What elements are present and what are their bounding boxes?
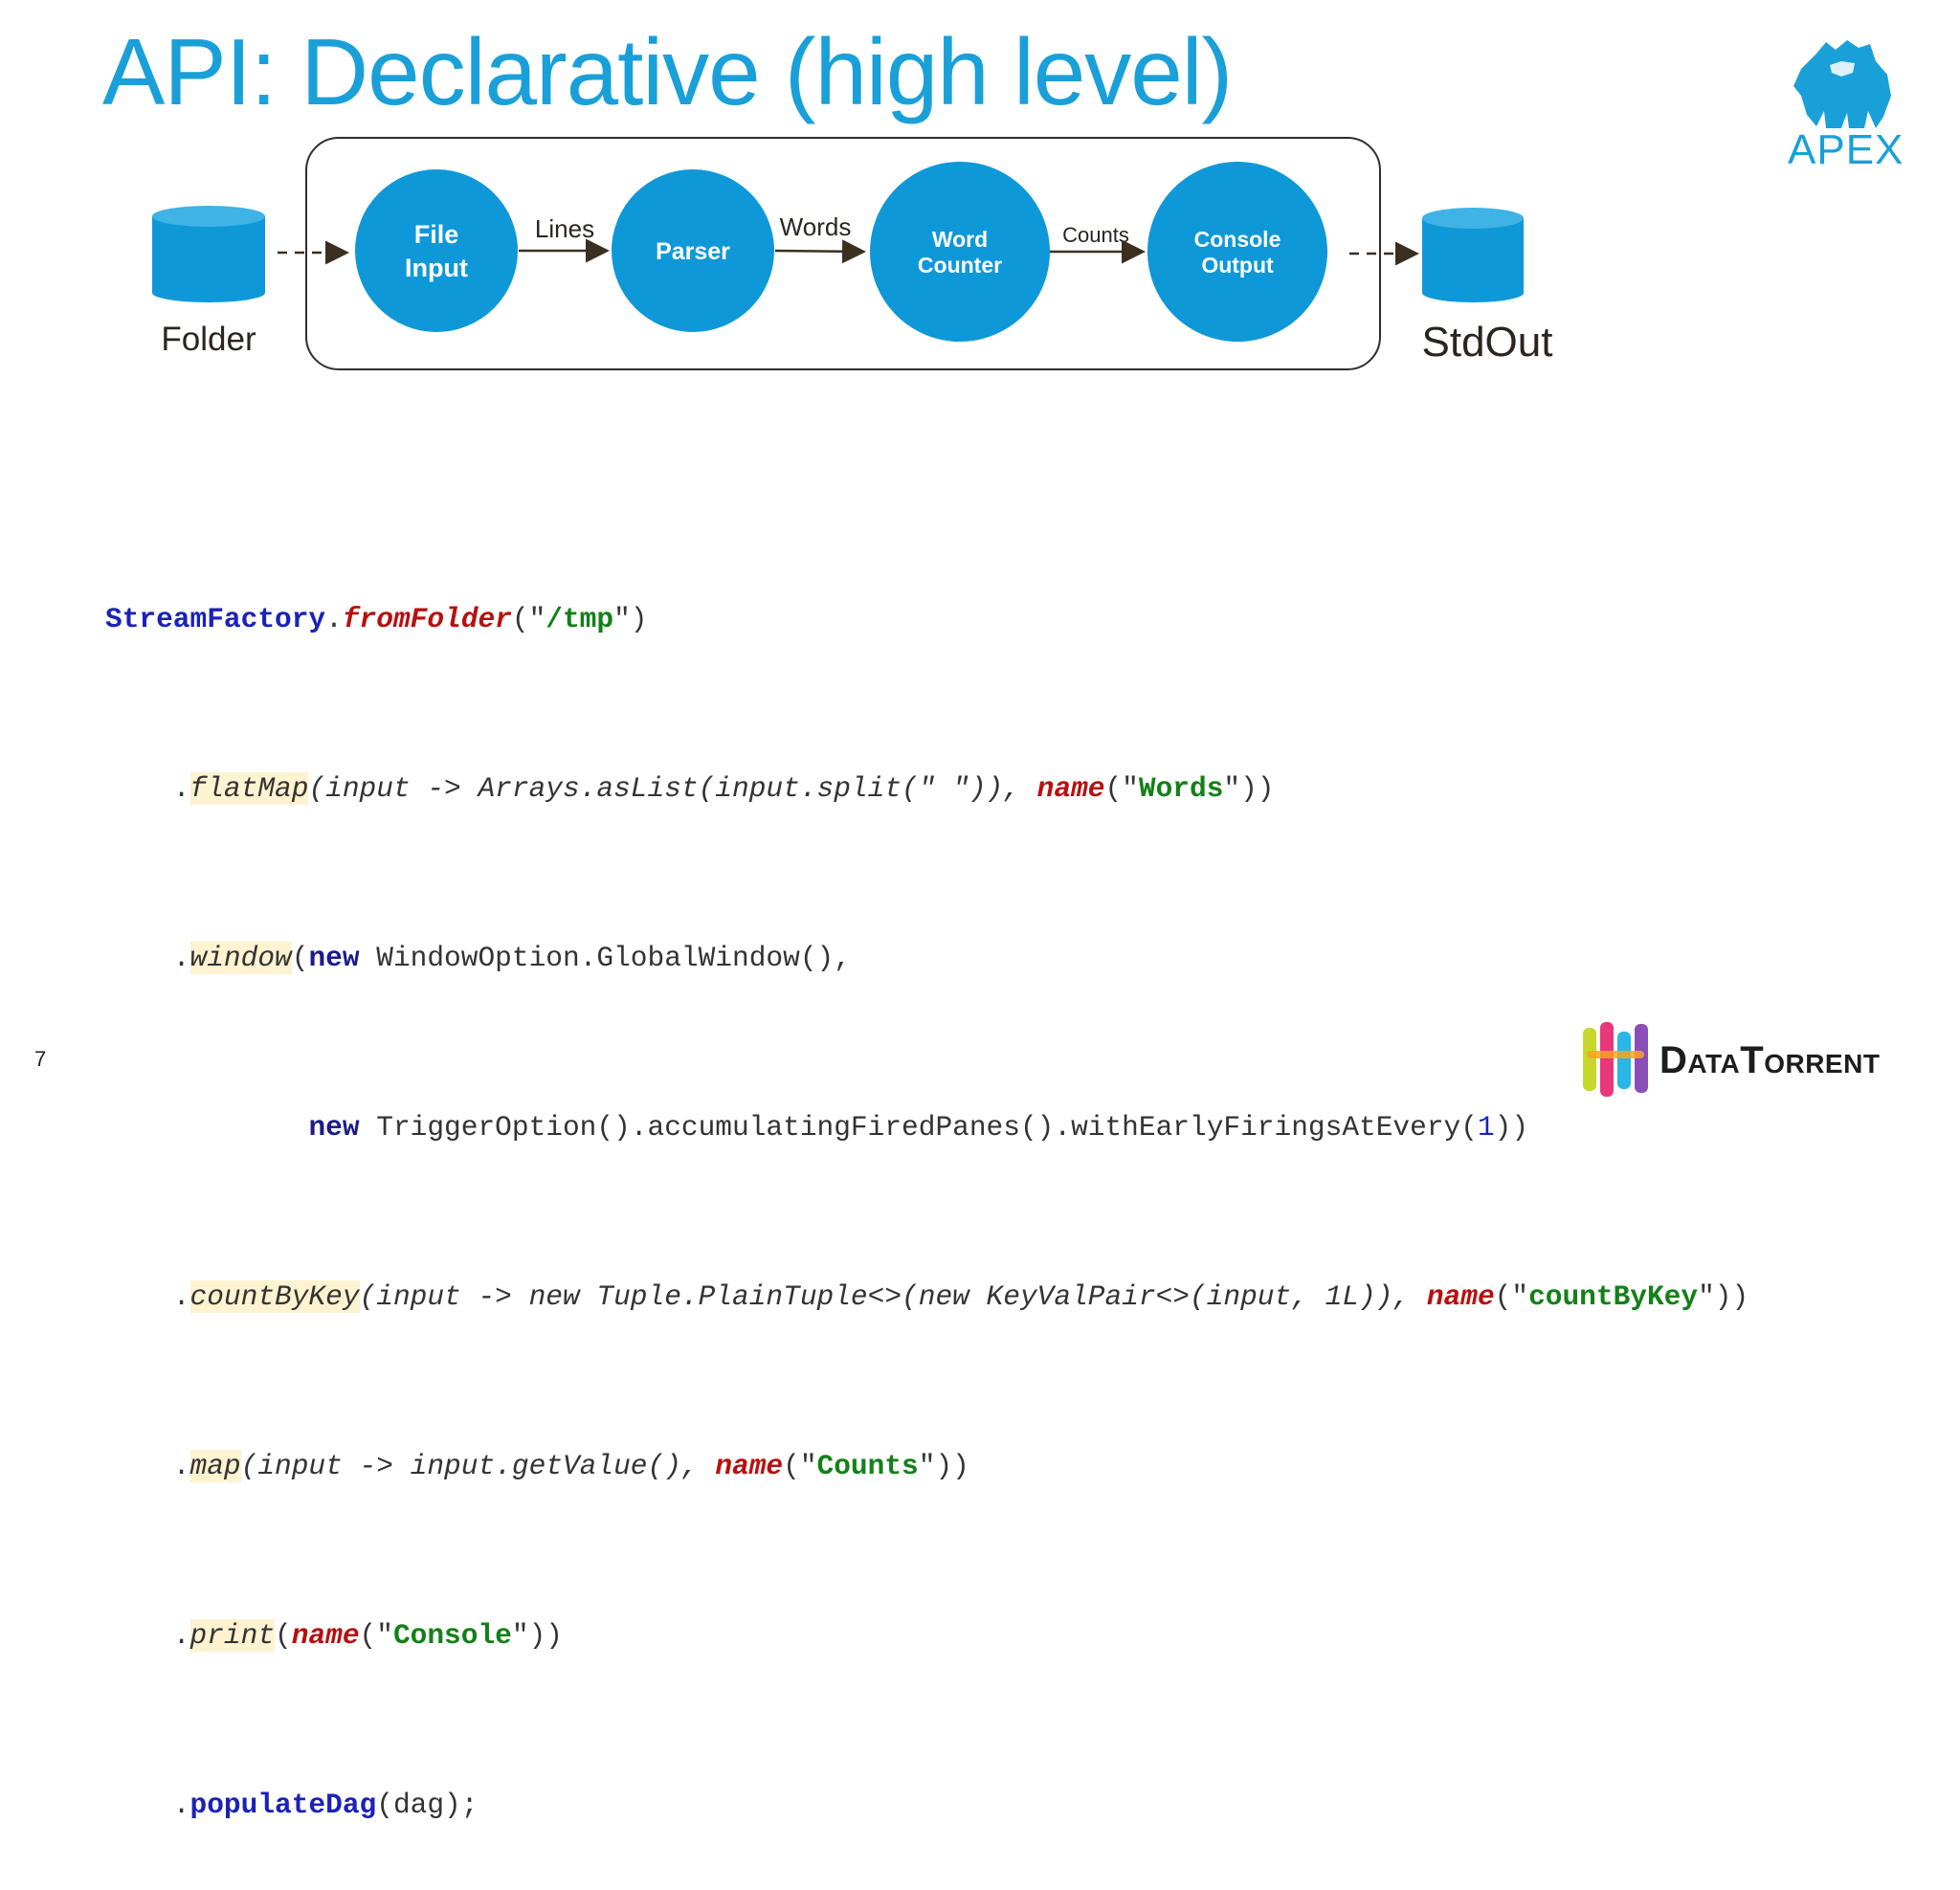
code-token: Counts [816, 1450, 919, 1482]
code-token: . [105, 772, 190, 805]
operator-label: File [414, 220, 459, 249]
code-token: print [189, 1619, 276, 1652]
operator-label: Console [1194, 227, 1281, 252]
stream-label-lines: Lines [535, 214, 594, 243]
code-token: (" [511, 603, 546, 635]
apex-gorilla-logo [1793, 40, 1891, 128]
code-token: name [715, 1450, 784, 1482]
code-line: new TriggerOption().accumulatingFiredPan… [105, 1100, 1748, 1156]
code-token: ")) [1698, 1280, 1749, 1313]
code-token: countByKey [1528, 1280, 1699, 1313]
code-token: flatMap [189, 772, 309, 805]
code-token: . [105, 1789, 190, 1821]
code-token: /tmp [546, 603, 614, 635]
code-token: . [105, 1619, 190, 1652]
code-token: ")) [918, 1450, 969, 1482]
sink-label: StdOut [1422, 319, 1553, 366]
code-token: StreamFactory [105, 603, 326, 635]
code-token: . [325, 603, 343, 635]
code-token: . [105, 942, 190, 974]
dag-container [305, 137, 1381, 370]
code-token: countByKey [189, 1280, 360, 1313]
operator-file-input [355, 169, 518, 332]
code-token: Words [1138, 772, 1224, 805]
code-token: fromFolder [342, 603, 512, 635]
page-number: 7 [34, 1047, 47, 1071]
code-token: (" [1494, 1280, 1529, 1313]
code-line: .flatMap(input -> Arrays.asList(input.sp… [105, 761, 1748, 817]
code-token: ") [613, 603, 648, 635]
code-token: name [291, 1619, 360, 1652]
stdout-cylinder-icon [1422, 208, 1524, 302]
operator-label: Parser [656, 238, 730, 265]
code-token: TriggerOption().accumulatingFiredPanes()… [359, 1111, 1478, 1144]
operator-parser [612, 169, 774, 332]
code-token: window [189, 942, 292, 974]
code-line: StreamFactory.fromFolder("/tmp") [105, 591, 1748, 648]
code-token: (dag); [376, 1789, 479, 1821]
code-token: (input -> new Tuple.PlainTuple<>(new Key… [359, 1280, 1427, 1313]
code-token: (input -> Arrays.asList(input.split(" ")… [308, 772, 1037, 805]
code-token: name [1036, 772, 1105, 805]
slide-title: API: Declarative (high level) [102, 19, 1233, 124]
stream-label-words: Words [780, 212, 852, 241]
code-token: 1 [1477, 1111, 1495, 1144]
folder-cylinder-icon [152, 206, 265, 302]
operator-word-counter [870, 162, 1050, 342]
code-token: ( [291, 942, 309, 974]
stream-arrow-words [774, 239, 866, 264]
code-line: .print(name("Console")) [105, 1608, 1748, 1664]
source-label: Folder [161, 321, 256, 358]
code-token: ")) [1223, 772, 1275, 805]
operator-label: Counter [918, 253, 1002, 278]
code-token: (" [1104, 772, 1139, 805]
datatorrent-logo [1583, 1022, 1648, 1097]
operator-console-output [1147, 162, 1327, 342]
operator-label: Output [1201, 253, 1274, 278]
code-token: Console [392, 1619, 512, 1652]
code-token: new [308, 942, 360, 974]
code-token: populateDag [189, 1789, 377, 1821]
code-token: )) [1494, 1111, 1529, 1144]
code-line: .map(input -> input.getValue(), name("Co… [105, 1438, 1748, 1495]
code-token: . [105, 1450, 190, 1482]
operator-label: Input [405, 254, 468, 282]
code-line: .countByKey(input -> new Tuple.PlainTupl… [105, 1269, 1748, 1325]
code-block: StreamFactory.fromFolder("/tmp") .flatMa… [105, 478, 1748, 1890]
apex-logo-text: APEX [1788, 126, 1904, 173]
stream-label-counts: Counts [1062, 223, 1129, 247]
code-token: ")) [511, 1619, 563, 1652]
code-token: . [105, 1280, 190, 1313]
code-token: WindowOption.GlobalWindow(), [359, 942, 851, 974]
code-token: (" [359, 1619, 393, 1652]
code-token: new [308, 1111, 360, 1144]
code-token [105, 1111, 308, 1144]
code-token: ( [275, 1619, 292, 1652]
code-line: .window(new WindowOption.GlobalWindow(), [105, 930, 1748, 987]
code-token: map [189, 1450, 241, 1482]
datatorrent-logo-text: DataTorrent [1659, 1039, 1881, 1081]
code-token: (input -> input.getValue(), [240, 1450, 716, 1482]
code-token: (" [783, 1450, 817, 1482]
pipeline-diagram: Folder StdOut Lines Words Counts File In… [152, 137, 1553, 370]
code-line: .populateDag(dag); [105, 1777, 1748, 1834]
operator-label: Word [932, 227, 988, 252]
code-token: name [1426, 1280, 1495, 1313]
